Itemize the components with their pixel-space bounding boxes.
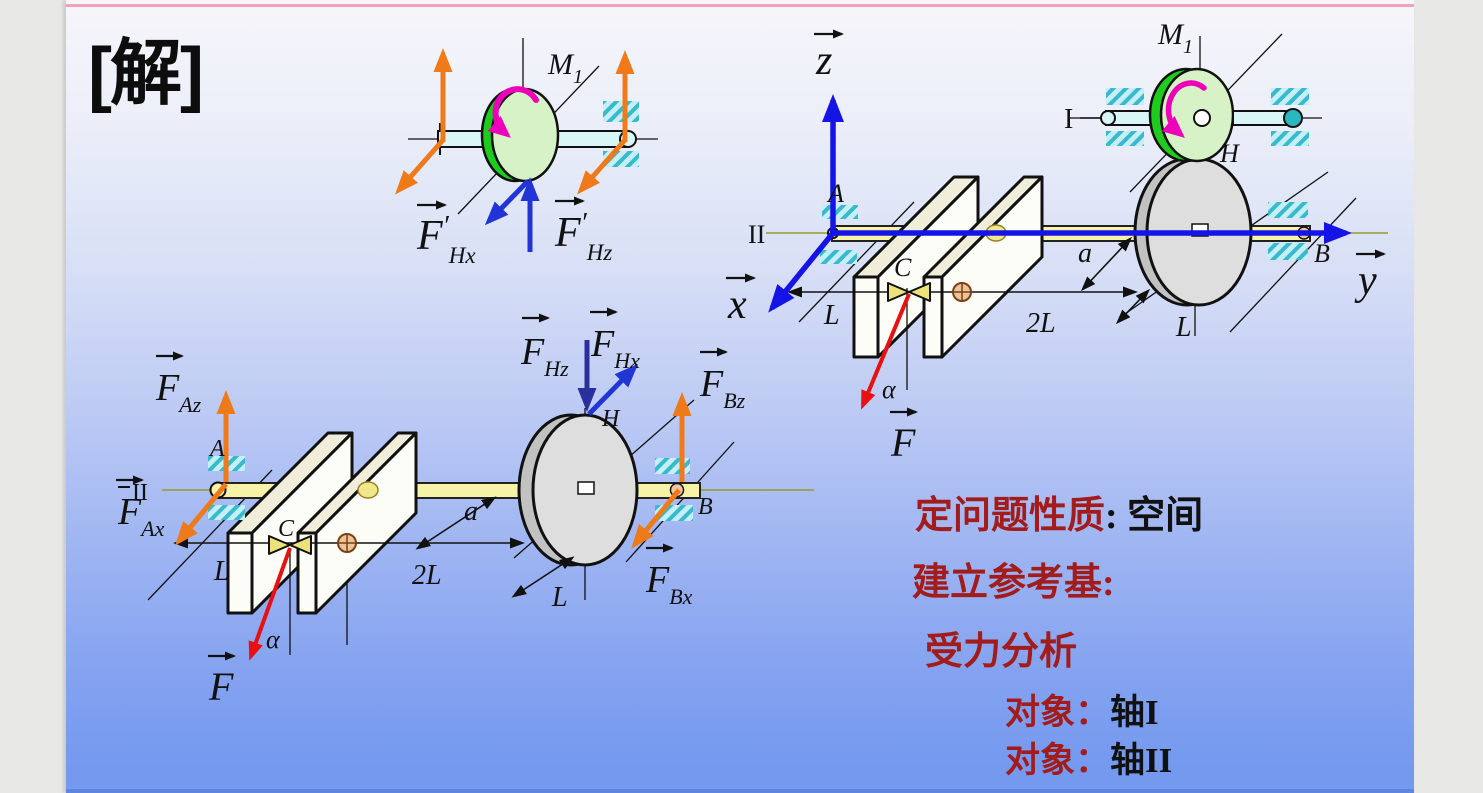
slide: [解] xyxy=(66,0,1414,793)
moment-arrow-icon xyxy=(1161,80,1207,138)
point-b-label: B xyxy=(698,494,713,520)
support-plate xyxy=(922,175,1044,359)
force-f-arrow xyxy=(861,293,911,410)
note-red-text: 定问题性质 xyxy=(915,495,1106,537)
note-red-text: 对象： xyxy=(1005,741,1111,780)
note-black-text: 轴II xyxy=(1110,741,1173,780)
m1-label: M1 xyxy=(547,48,583,88)
fax-label: FAx xyxy=(117,491,165,541)
center-mark-icon xyxy=(952,282,972,302)
gear2-gray xyxy=(517,413,639,567)
moment-arrow-icon xyxy=(487,86,539,138)
note-red-text: 对象： xyxy=(1005,693,1111,732)
fhz-prime-label: F′Hz xyxy=(554,208,612,265)
bevel-gear-c-icon xyxy=(887,282,931,302)
shaft2-label: II xyxy=(748,220,765,249)
note-line-problem-nature: 定问题性质: 空间 xyxy=(915,484,1203,539)
fhx-label: FHx xyxy=(590,323,640,373)
note-black-text: 轴I xyxy=(1110,693,1159,732)
point-h-label: H xyxy=(601,406,621,432)
bearing-hatches xyxy=(820,88,1309,264)
dim-2L-label: 2L xyxy=(412,560,442,591)
fhx-prime-label: F′Hx xyxy=(416,211,476,268)
shaft1-label: I xyxy=(1064,104,1073,135)
alpha-label: α xyxy=(266,625,281,654)
axis-y-label: y xyxy=(1354,258,1377,304)
force-f-label: F xyxy=(208,664,234,709)
diagram-system: z x y I II A B C H M1 L 2L a L α F xyxy=(726,18,1388,465)
axes xyxy=(768,94,1352,313)
reaction-arrows-orange xyxy=(175,390,692,549)
note-red-text: 受力分析 xyxy=(925,631,1078,673)
point-a-label: A xyxy=(208,436,225,462)
axis-x-label: x xyxy=(727,282,747,328)
dim-L2-label: L xyxy=(1175,312,1192,343)
center-mark-icon xyxy=(337,533,357,553)
note-line-object-shaft1: 对象：轴I xyxy=(1005,684,1159,735)
force-fhx-arrow xyxy=(587,363,639,416)
dim-L2-label: L xyxy=(551,582,568,613)
slide-title: [解] xyxy=(88,34,204,114)
force-f-arrow xyxy=(248,547,292,661)
note-line-reference-frame: 建立参考基: xyxy=(912,551,1115,606)
force-f-label: F xyxy=(890,420,916,465)
point-h-label: H xyxy=(1219,139,1240,168)
shaft1-left-cap xyxy=(1100,110,1116,126)
point-c-label: C xyxy=(894,253,912,282)
shaft2-label: II xyxy=(132,480,148,506)
axis-z-label: z xyxy=(815,38,832,84)
gear1-green xyxy=(480,87,560,183)
support-plate xyxy=(296,431,418,615)
shaft-hole-icon xyxy=(357,481,379,499)
fbx-label: FBx xyxy=(645,559,693,609)
note-line-object-shaft2: 对象：轴II xyxy=(1005,732,1172,783)
dim-a-label: a xyxy=(464,496,478,527)
note-line-force-analysis: 受力分析 xyxy=(925,620,1077,675)
dim-2L-label: 2L xyxy=(1026,308,1056,339)
dim-a-label: a xyxy=(1078,238,1092,269)
fbz-label: FBz xyxy=(699,363,746,413)
diagrams-canvas: M1 F′Hx F′Hz xyxy=(116,18,1388,709)
faz-label: FAz xyxy=(155,367,202,417)
bevel-gear-c-icon xyxy=(268,535,312,555)
diagram-shaft2-freebody: II A B C H FAz FAx FHz FHx FBz FBx L 2L … xyxy=(116,307,814,709)
note-red-text: 建立参考基: xyxy=(912,562,1115,604)
reaction-arrows-orange xyxy=(395,48,635,195)
note-black-text: : 空间 xyxy=(1105,495,1204,537)
dim-L1-label: L xyxy=(213,556,230,587)
bearing-hatch-icon xyxy=(603,101,639,122)
point-c-label: C xyxy=(278,516,295,542)
slide-bottom-strip xyxy=(66,789,1414,793)
slide-top-accent xyxy=(66,4,1414,7)
support-plate xyxy=(226,431,354,615)
point-a-label: A xyxy=(826,179,844,208)
dim-L1-label: L xyxy=(823,300,840,331)
shaft1-end-cap xyxy=(1283,108,1303,128)
point-b-label: B xyxy=(1314,239,1330,268)
diagram-shaft1-freebody: M1 F′Hx F′Hz xyxy=(395,38,658,268)
shaft1-hub-cap xyxy=(1193,109,1211,127)
mesh-force-arrows-blue xyxy=(484,177,540,252)
fhz-label: FHz xyxy=(520,331,569,381)
m1-label: M1 xyxy=(1157,18,1193,58)
alpha-label: α xyxy=(882,375,897,404)
